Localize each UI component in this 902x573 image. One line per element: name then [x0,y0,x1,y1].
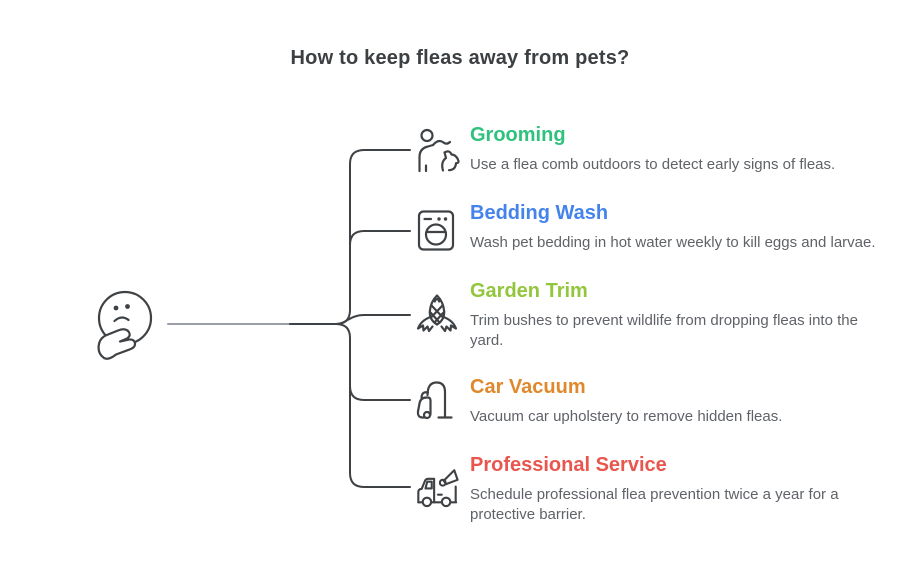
item-garden-trim: Garden Trim Trim bushes to prevent wildl… [414,279,884,350]
item-description: Wash pet bedding in hot water weekly to … [470,234,876,251]
item-description: Vacuum car upholstery to remove hidden f… [470,408,783,425]
item-description: Schedule professional flea prevention tw… [470,486,839,523]
page-title: How to keep fleas away from pets? [290,47,630,69]
vacuum-cleaner-icon [414,377,460,423]
thinking-face-icon [86,284,166,368]
branch-line-car-vacuum [349,385,411,401]
item-description: Trim bushes to prevent wildlife from dro… [470,312,858,349]
item-title: Car Vacuum [470,376,586,398]
item-title: Professional Service [470,454,667,476]
corn-plant-icon [414,292,460,338]
item-bedding-wash: Bedding Wash Wash pet bedding in hot wat… [414,201,884,253]
branch-line-professional-service [335,323,411,488]
washing-machine-icon [414,208,460,254]
branch-line-grooming [335,149,411,325]
item-title: Garden Trim [470,280,588,302]
branch-line-garden-trim [335,314,411,325]
item-grooming: Grooming Use a flea comb outdoors to det… [414,123,884,175]
item-title: Bedding Wash [470,202,609,224]
item-car-vacuum: Car Vacuum Vacuum car upholstery to remo… [414,375,884,427]
item-professional-service: Professional Service Schedule profession… [414,453,884,524]
item-title: Grooming [470,124,566,146]
item-description: Use a flea comb outdoors to detect early… [470,156,836,173]
person-grooming-pet-icon [414,127,460,173]
branch-line-bedding-wash [349,230,411,246]
service-truck-icon [414,464,460,510]
